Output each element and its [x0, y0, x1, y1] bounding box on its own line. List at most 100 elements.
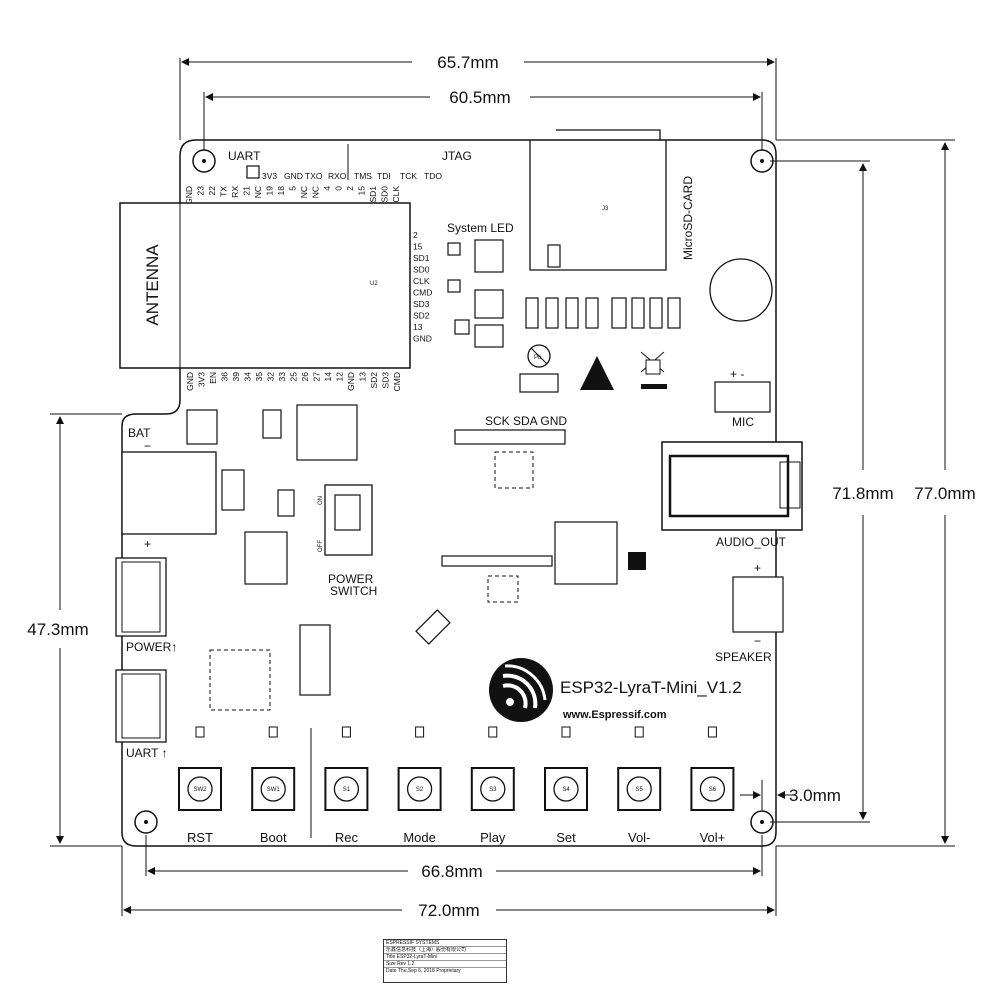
- module-bottom-pin: 34: [243, 372, 253, 382]
- button-actuator[interactable]: [406, 776, 433, 802]
- module-bottom-pin: EN: [208, 372, 218, 384]
- module-right-pin: 13: [413, 322, 423, 332]
- mic-polarity: + -: [730, 367, 744, 381]
- button-label: Set: [556, 830, 576, 845]
- header-top-label: TMS: [354, 171, 372, 181]
- header-pin-label: 2: [345, 186, 355, 191]
- battery-connector: [121, 451, 217, 535]
- title-block-row: Title ESP32-LyraT-Mini: [384, 954, 506, 961]
- module-right-pin: GND: [413, 334, 432, 344]
- header-pin-label: 5: [288, 186, 298, 191]
- module-bottom-pin: 35: [254, 372, 264, 382]
- module-bottom-pin: CMD: [392, 372, 402, 391]
- button-actuator[interactable]: [699, 776, 726, 802]
- i2c-label: SCK SDA GND: [485, 414, 567, 428]
- espressif-logo: [489, 658, 553, 722]
- button-actuator[interactable]: [333, 776, 360, 802]
- audio-out-label: AUDIO_OUT: [716, 535, 787, 549]
- button-actuator[interactable]: [626, 776, 652, 802]
- module-bottom-pin: 12: [335, 372, 345, 382]
- mic-label: MIC: [732, 415, 754, 429]
- header-pin-label: SD1: [368, 186, 378, 203]
- module-bottom-pin: 33: [277, 372, 287, 382]
- button-label: Mode: [403, 830, 436, 845]
- bat-label: BAT: [128, 426, 151, 440]
- module-right-pin: CMD: [413, 288, 432, 298]
- title-block-row: 乐鑫信息科技（上海）股份有限公司: [384, 947, 506, 954]
- button-body[interactable]: [178, 767, 222, 811]
- button-actuator[interactable]: [260, 776, 286, 802]
- button-actuator[interactable]: [553, 776, 579, 802]
- module-bottom-pin: GND: [185, 372, 195, 391]
- board-url: www.Espressif.com: [562, 709, 667, 721]
- header-pin-label: NC: [311, 186, 321, 198]
- system-led-label: System LED: [447, 221, 514, 235]
- dim-right-outer: 77.0mm: [914, 484, 975, 503]
- button-label: Vol+: [700, 830, 726, 845]
- button-label: Rec: [335, 830, 359, 845]
- dim-left: 47.3mm: [27, 620, 88, 639]
- header-top-label: RXO: [328, 171, 347, 181]
- header-pin-label: 4: [322, 186, 332, 191]
- title-block-row: ESPRESSIF SYSTEMS: [384, 940, 506, 947]
- button-body[interactable]: [544, 767, 588, 811]
- module-right-pin: SD3: [413, 299, 430, 309]
- module-right-pin: SD1: [413, 253, 430, 263]
- microsd-slot: [529, 129, 667, 271]
- button-actuator[interactable]: [480, 776, 506, 802]
- header-top-label: TDI: [377, 171, 391, 181]
- button-actuator[interactable]: [187, 776, 213, 802]
- svg-text:J3: J3: [602, 206, 609, 212]
- dim-top-outer: 65.7mm: [437, 53, 498, 72]
- header-top-label: GND: [284, 171, 303, 181]
- button-led: [268, 726, 278, 738]
- button-ref: SW1: [267, 787, 281, 793]
- header-pin-label: NC: [253, 186, 263, 198]
- switch-off-label: OFF: [318, 540, 324, 552]
- bat-minus: −: [144, 439, 151, 453]
- board-name: ESP32-LyraT-Mini_V1.2: [560, 678, 742, 697]
- header-pin-label: NC: [299, 186, 309, 198]
- module-right-pin: 2: [413, 230, 418, 240]
- header-top-label: TCK: [400, 171, 417, 181]
- svg-text:U2: U2: [370, 281, 378, 287]
- weee-icon: [645, 359, 661, 375]
- header-pin-label: RX: [230, 186, 240, 198]
- antenna-label: ANTENNA: [143, 244, 162, 326]
- module-bottom-pin: SD3: [381, 372, 391, 389]
- jtag-label: JTAG: [442, 149, 472, 163]
- button-led: [195, 726, 205, 738]
- button-ref: SW2: [193, 787, 207, 793]
- module-bottom-pin: GND: [346, 372, 356, 391]
- header-pin-label: GND: [184, 186, 194, 205]
- button-ref: S5: [636, 787, 644, 793]
- header-top-label: TDO: [424, 171, 442, 181]
- module-bottom-pin: SD2: [369, 372, 379, 389]
- module-bottom-pin: 26: [300, 372, 310, 382]
- button-label: Boot: [260, 830, 287, 845]
- button-led: [415, 726, 425, 738]
- title-block: ESPRESSIF SYSTEMS 乐鑫信息科技（上海）股份有限公司 Title…: [383, 939, 507, 983]
- button-ref: S2: [416, 787, 424, 793]
- module-bottom-pin: 14: [323, 372, 333, 382]
- button-led: [634, 726, 644, 738]
- bat-plus: +: [144, 537, 151, 551]
- mic-element: [709, 258, 773, 322]
- button-ref: S3: [489, 787, 497, 793]
- button-ref: S6: [709, 787, 717, 793]
- dim-bottom-inner: 66.8mm: [421, 862, 482, 881]
- module-bottom-pin: 13: [358, 372, 368, 382]
